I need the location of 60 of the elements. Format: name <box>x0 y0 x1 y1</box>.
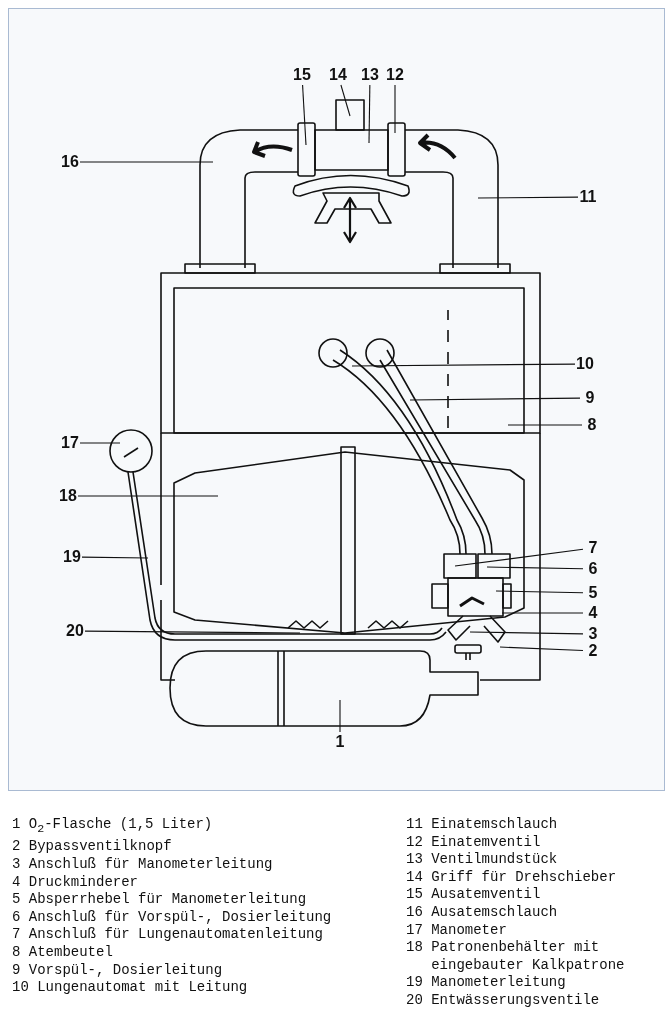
key-entry: 12 Einatemventil <box>406 833 542 852</box>
callout-number: 15 <box>293 66 311 84</box>
key-entry: 10 Lungenautomat mit Leitung <box>12 979 249 997</box>
leader-line <box>409 397 581 401</box>
leader-line <box>81 556 149 559</box>
leader-line <box>477 196 579 199</box>
leader-line <box>469 631 584 635</box>
key-entry: 8 Atembeutel <box>12 943 114 962</box>
leader-line <box>340 84 351 117</box>
leader-line <box>339 699 341 733</box>
callout-number: 8 <box>587 416 597 434</box>
leader-line <box>499 646 584 652</box>
leader-line <box>77 495 219 497</box>
callout-number: 11 <box>579 188 597 206</box>
callout-number: 14 <box>329 66 347 84</box>
key-entry: 14 Griff für Drehschieber <box>406 868 618 887</box>
callout-number: 12 <box>386 66 404 84</box>
callout-number: 4 <box>588 604 598 622</box>
leader-line <box>84 630 301 634</box>
key-entry: 19 Manometerleitung <box>406 974 567 992</box>
callout-number: 10 <box>576 355 594 373</box>
callout-number: 5 <box>588 584 598 602</box>
leader-line <box>394 84 396 134</box>
key-entry: 5 Absperrhebel für Manometerleitung <box>12 891 308 909</box>
key-entry: 11 Einatemschlauch <box>406 816 559 834</box>
key-entry: 13 Ventilmundstück <box>406 851 559 869</box>
key-entry: 7 Anschluß für Lungenautomatenleitung <box>12 926 324 944</box>
leader-line <box>79 161 214 163</box>
leader-line <box>495 590 584 594</box>
key-entry: 18 Patronenbehälter mit eingebauter Kalkpatrone <box>406 939 626 975</box>
key-entry: 4 Druckminderer <box>12 873 140 892</box>
key-entry: 2 Bypassventilknopf <box>12 838 173 856</box>
leader-line <box>486 566 584 570</box>
callout-number: 7 <box>588 539 598 557</box>
callout-number: 2 <box>588 642 598 660</box>
key-entry: 1 O$_{2}$-Flasche (1,5 Liter) <box>12 816 214 838</box>
callout-number: 9 <box>585 389 595 407</box>
callout-number: 6 <box>588 560 598 578</box>
leader-line <box>351 363 576 367</box>
key-entry: 16 Ausatemschlauch <box>406 903 559 922</box>
callout-number: 16 <box>61 153 79 171</box>
callout-number: 20 <box>66 622 84 640</box>
callout-number: 13 <box>361 66 379 84</box>
leader-line <box>368 84 371 144</box>
callout-number: 3 <box>588 625 598 643</box>
callout-number: 19 <box>63 548 81 566</box>
key-entry: 6 Anschluß für Vorspül-, Dosierleitung <box>12 908 333 927</box>
key-entry: 9 Vorspül-, Dosierleitung <box>12 961 224 980</box>
key-entry: 15 Ausatemventil <box>406 886 542 904</box>
leader-line <box>454 548 584 567</box>
key-entry: 17 Manometer <box>406 921 508 940</box>
callout-number: 1 <box>335 733 345 751</box>
leader-line <box>507 424 583 426</box>
leader-line <box>79 442 121 444</box>
callout-number: 18 <box>59 487 77 505</box>
key-entry: 20 Entwässerungsventile <box>406 991 601 1010</box>
leader-line <box>302 84 307 146</box>
key-entry: 3 Anschluß für Manometerleitung <box>12 856 274 874</box>
leader-line <box>501 612 584 614</box>
callout-number: 17 <box>61 434 79 452</box>
